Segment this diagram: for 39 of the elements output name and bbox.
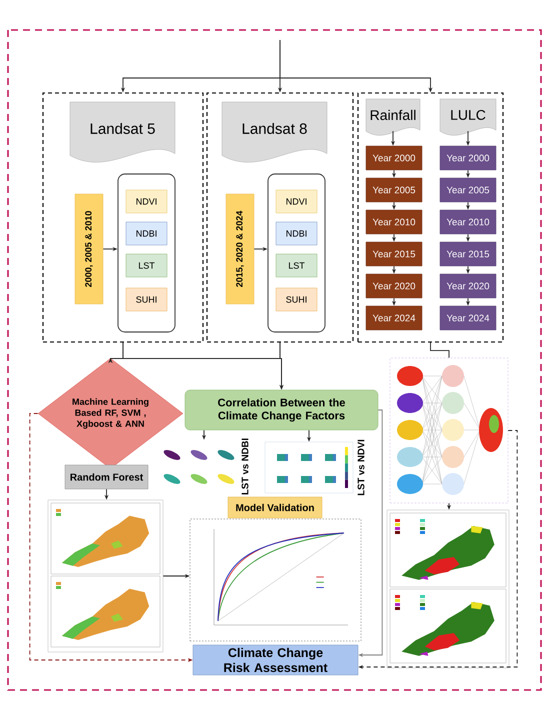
index-box: NDBI — [276, 222, 318, 246]
map-drawing — [386, 510, 510, 668]
dashed-group-box — [206, 92, 354, 343]
year-box: Year 2000 — [366, 146, 422, 170]
year-box: Year 2015 — [366, 242, 422, 266]
surface-plot-drawing — [264, 442, 354, 494]
index-box: LST — [126, 254, 168, 278]
year-box: Year 2024 — [366, 306, 422, 330]
index-box: SUHI — [126, 288, 168, 312]
year-box: Year 2020 — [440, 274, 496, 298]
index-box: NDVI — [126, 190, 168, 214]
plot-label: LST vs NDBI — [242, 438, 248, 494]
year-box: Year 2024 — [440, 306, 496, 330]
year-box: Year 2020 — [366, 274, 422, 298]
index-box: NDBI — [126, 222, 168, 246]
index-box: NDVI — [276, 190, 318, 214]
process-box: Model Validation — [228, 496, 322, 518]
year-box: Year 2005 — [366, 178, 422, 202]
dashed-group-box — [42, 92, 204, 343]
year-box: Year 2005 — [440, 178, 496, 202]
index-box: SUHI — [276, 288, 318, 312]
map-drawing — [48, 500, 164, 652]
year-box: Year 2015 — [440, 242, 496, 266]
year-bar: 2000, 2005 & 2010 — [74, 194, 104, 304]
year-box: Year 2010 — [366, 210, 422, 234]
process-box: Random Forest — [64, 464, 148, 490]
rounded-box — [268, 174, 326, 332]
process-box: Climate Change Risk Assessment — [192, 644, 358, 676]
process-box: Correlation Between the Climate Change Factors — [184, 390, 378, 430]
year-box: Year 2010 — [440, 210, 496, 234]
scatter-plot-drawing — [164, 450, 234, 484]
roc-curve-drawing — [190, 518, 362, 642]
neural-network-drawing — [390, 358, 508, 504]
year-box: Year 2000 — [440, 146, 496, 170]
dashed-group-box — [357, 92, 504, 343]
year-bar: 2015, 2020 & 2024 — [226, 194, 254, 304]
rounded-box — [118, 174, 176, 332]
index-box: LST — [276, 254, 318, 278]
plot-label: LST vs NDVI — [358, 440, 364, 496]
